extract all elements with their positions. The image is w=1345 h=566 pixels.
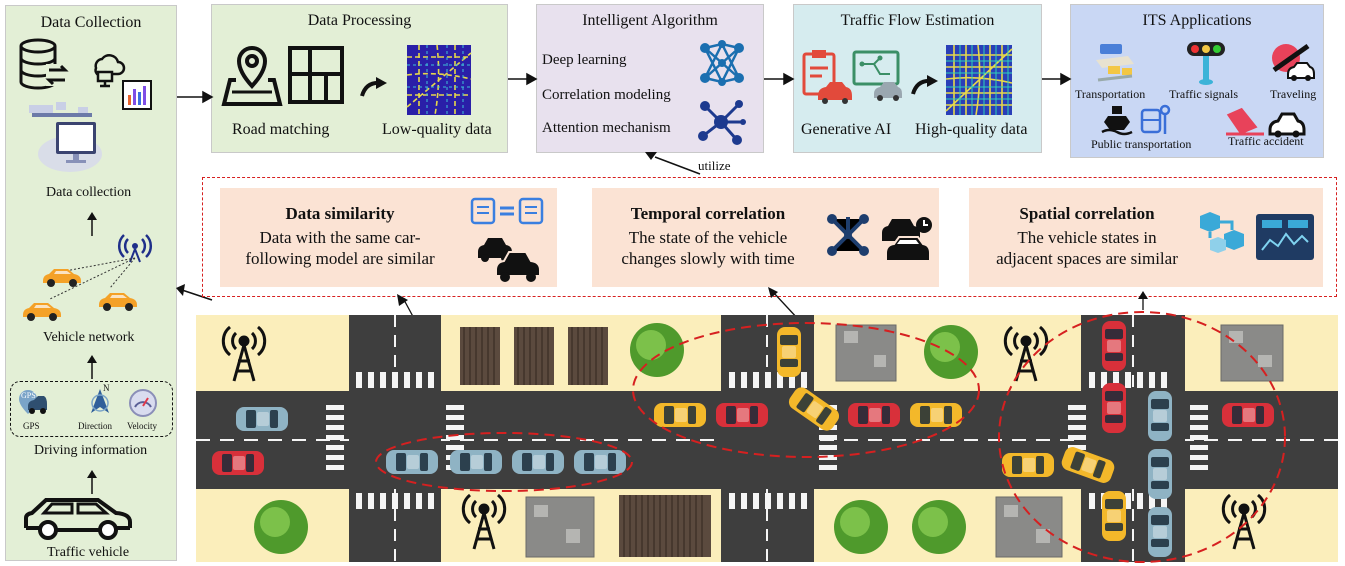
dashboard-icon	[1256, 214, 1314, 260]
database-icon	[19, 38, 69, 90]
temporal-line-2: changes slowly with time	[621, 249, 795, 268]
data-processing-title: Data Processing	[307, 12, 412, 29]
speedometer-icon	[129, 389, 157, 417]
map-pin-icon	[221, 45, 283, 106]
direction-label: Direction	[78, 421, 112, 431]
doc-equals-doc-icon	[470, 197, 544, 225]
spatial-line-2: adjacent spaces are similar	[996, 249, 1178, 268]
high-quality-heatmap	[945, 44, 1013, 116]
grid-map-icon	[288, 46, 344, 104]
generative-monitor-car-icon	[852, 50, 902, 101]
intelligent-algorithm-title: Intelligent Algorithm	[582, 12, 718, 29]
algo-deep-learning: Deep learning	[542, 52, 627, 68]
similarity-line-2: following model are similar	[245, 249, 435, 268]
network-car-1	[43, 269, 81, 287]
curved-arrow-icon-1	[360, 77, 387, 97]
arrow-up-1	[87, 212, 97, 236]
data-collection-title: Data Collection	[40, 14, 142, 31]
traveling-icon	[1272, 43, 1315, 81]
traffic-vehicle-icon	[24, 498, 132, 540]
similarity-line-1: Data with the same car-	[259, 228, 421, 247]
data-collection-label: Data collection	[46, 185, 132, 200]
algo-correlation-modeling: Correlation modeling	[542, 87, 671, 103]
traffic-flow-title: Traffic Flow Estimation	[840, 12, 995, 29]
bar-chart-icon	[122, 80, 152, 110]
car-clock-icon	[882, 217, 932, 262]
transportation-label: Transportation	[1075, 87, 1146, 101]
arrow-up-3	[87, 470, 97, 494]
network-car-2	[23, 303, 61, 321]
antenna-icon	[117, 234, 153, 263]
generative-doc-car-icon	[802, 50, 852, 104]
transportation-icon	[1096, 44, 1134, 82]
vehicle-network-links	[49, 257, 136, 300]
correlation-dashed-frame	[202, 177, 1337, 297]
ship-icon	[1101, 106, 1133, 136]
bus-stop-icon	[1140, 104, 1171, 134]
network-car-3	[99, 293, 137, 311]
vehicle-network-label: Vehicle network	[43, 330, 135, 345]
similarity-title: Data similarity	[285, 204, 395, 223]
data-collection-computer-icon	[29, 102, 102, 172]
compass-letter: N	[103, 383, 110, 393]
road-matching-label: Road matching	[232, 121, 330, 138]
driving-info-label: Driving information	[34, 443, 148, 458]
temporal-box: Temporal correlation The state of the ve…	[592, 188, 939, 287]
temporal-title: Temporal correlation	[630, 204, 786, 223]
high-quality-label: High-quality data	[915, 121, 1028, 138]
curved-arrow-icon-2	[911, 75, 938, 95]
utilize-label: utilize	[698, 158, 731, 173]
traffic-vehicle-label: Traffic vehicle	[47, 545, 130, 560]
two-cars-icon	[478, 238, 541, 282]
neural-network-icon	[700, 40, 744, 86]
attention-graph-icon	[698, 100, 746, 145]
algo-attention-mechanism: Attention mechanism	[542, 120, 671, 136]
traffic-accident-icon	[1226, 107, 1306, 138]
driving-info-box	[10, 381, 173, 437]
spatial-title: Spatial correlation	[1019, 204, 1155, 223]
cubes-icon	[1200, 212, 1244, 253]
its-title: ITS Applications	[1142, 12, 1252, 29]
gps-icon	[19, 390, 47, 414]
compass-icon	[91, 389, 109, 413]
generative-ai-label: Generative AI	[801, 121, 892, 138]
traffic-signals-icon	[1187, 42, 1225, 85]
spatial-line-1: The vehicle states in	[1017, 228, 1157, 247]
gps-badge: GPS	[21, 391, 36, 400]
traveling-label: Traveling	[1270, 87, 1317, 101]
temporal-graph-icon	[827, 214, 869, 256]
velocity-label: Velocity	[127, 421, 157, 431]
public-transportation-label: Public transportation	[1091, 137, 1192, 151]
traffic-signals-label: Traffic signals	[1169, 87, 1238, 101]
temporal-line-1: The state of the vehicle	[628, 228, 788, 247]
arrow-up-2	[87, 355, 97, 379]
gps-label: GPS	[23, 421, 40, 431]
low-quality-label: Low-quality data	[382, 121, 492, 138]
traffic-accident-label: Traffic accident	[1228, 134, 1304, 148]
cloud-computer-icon	[94, 54, 126, 88]
low-quality-heatmap	[406, 44, 472, 116]
